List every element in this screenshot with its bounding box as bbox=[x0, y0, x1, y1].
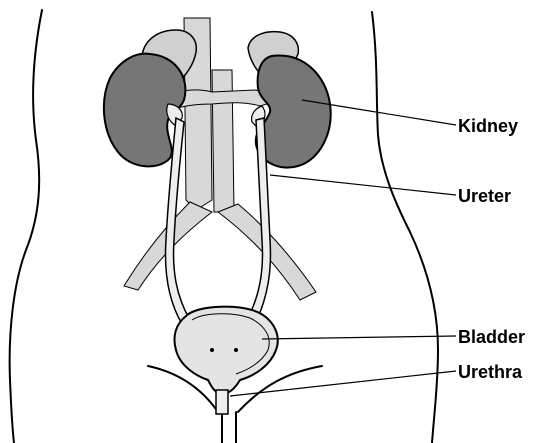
body-outline-right bbox=[372, 12, 438, 443]
urethra-label: Urethra bbox=[458, 363, 522, 381]
bladder bbox=[174, 307, 277, 394]
ureter-label: Ureter bbox=[458, 187, 511, 205]
ureter-opening-right bbox=[234, 348, 238, 352]
kidney-right bbox=[256, 56, 331, 168]
bladder-leader-line bbox=[262, 336, 456, 339]
urethra-leader-line bbox=[230, 371, 456, 396]
body-outline-left bbox=[10, 10, 42, 443]
ureter-leader-line bbox=[270, 175, 456, 195]
bladder-group bbox=[174, 307, 277, 414]
urethra bbox=[216, 390, 228, 414]
bladder-label: Bladder bbox=[458, 328, 525, 346]
ureter-opening-left bbox=[210, 348, 214, 352]
kidney-label: Kidney bbox=[458, 117, 518, 135]
